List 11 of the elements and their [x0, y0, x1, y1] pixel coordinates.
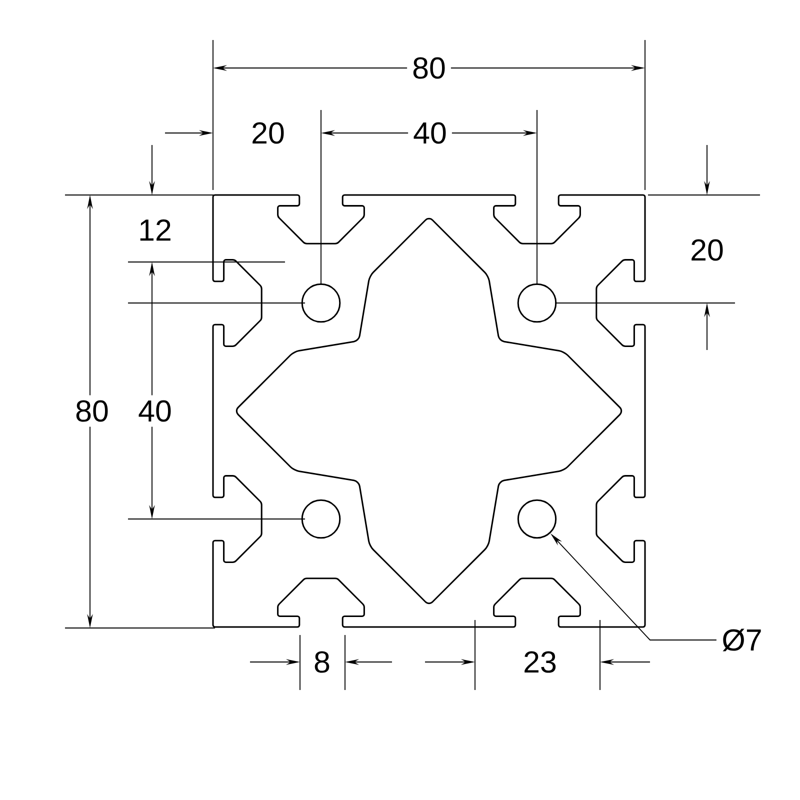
dimension-label: 40: [133, 395, 177, 427]
dimension-label: 80: [70, 395, 114, 427]
dimension-label: 12: [133, 214, 177, 246]
dimension-label: 20: [685, 234, 729, 266]
dimension-label: 8: [308, 646, 336, 678]
dimension-label: 40: [408, 117, 452, 149]
dimension-label: 23: [518, 646, 562, 678]
dimension-label: Ø7: [722, 628, 761, 652]
dimension-label: 80: [407, 52, 451, 84]
mounting-hole: [517, 499, 557, 539]
dimension-label: 20: [246, 117, 290, 149]
